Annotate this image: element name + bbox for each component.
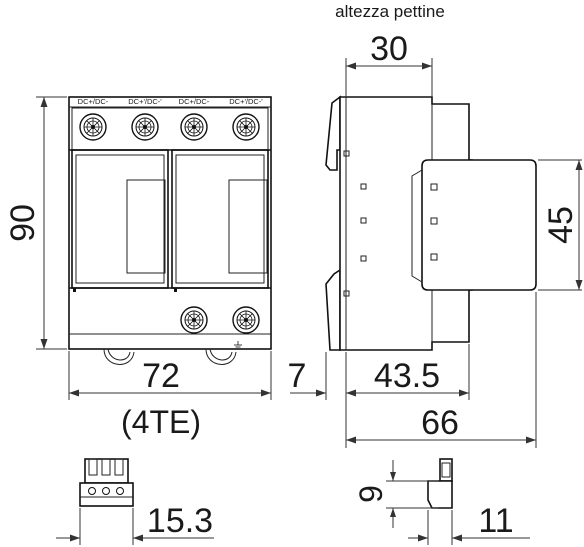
comb-width-dimension [345, 58, 433, 97]
terminal-screw-icon [180, 113, 208, 141]
terminal-label: DC+/DC- [78, 97, 109, 106]
front-height-value: 45 [542, 206, 580, 244]
height-dimension [36, 96, 67, 350]
side-depth-value: 43.5 [374, 357, 440, 395]
side-total-dimension [346, 292, 537, 448]
ground-icon [234, 341, 242, 350]
comb-pitch-dimension [386, 460, 438, 528]
terminal-screw-icon [232, 306, 260, 334]
side-offset-value: 7 [288, 357, 307, 395]
side-view [325, 95, 537, 351]
terminal-label: DC+'/DC-' [128, 97, 162, 106]
width-dimension [68, 351, 272, 400]
terminal-screw-icon [131, 113, 159, 141]
comb-pitch-value: 9 [353, 485, 389, 503]
comb-width-value: 30 [370, 30, 408, 68]
terminal-screw-icon [180, 306, 208, 334]
front-view: DC+/DC- DC+'/DC-' DC+/DC- DC+'/DC-' [68, 96, 272, 365]
height-value: 90 [4, 204, 42, 242]
terminal-label: DC+/DC- [179, 97, 210, 106]
comb-depth-dimension [408, 510, 530, 545]
front-body [68, 96, 272, 350]
front-height-dimension [538, 159, 583, 291]
comb-front-view [79, 458, 134, 507]
width-units: (4TE) [121, 404, 201, 440]
side-total-value: 66 [421, 404, 459, 442]
side-depth-dimension [290, 344, 470, 448]
comb-height-caption: altezza pettine [335, 2, 445, 21]
comb-side-view [427, 458, 453, 509]
comb-depth-value: 11 [478, 502, 513, 540]
terminal-screw-icon [232, 113, 260, 141]
comb-length-dimension [56, 508, 214, 545]
comb-length-value: 15.3 [147, 502, 213, 540]
terminal-label: DC+'/DC-' [229, 97, 263, 106]
width-value: 72 [142, 357, 180, 395]
terminal-screw-icon [79, 113, 107, 141]
front-cover [421, 159, 537, 291]
